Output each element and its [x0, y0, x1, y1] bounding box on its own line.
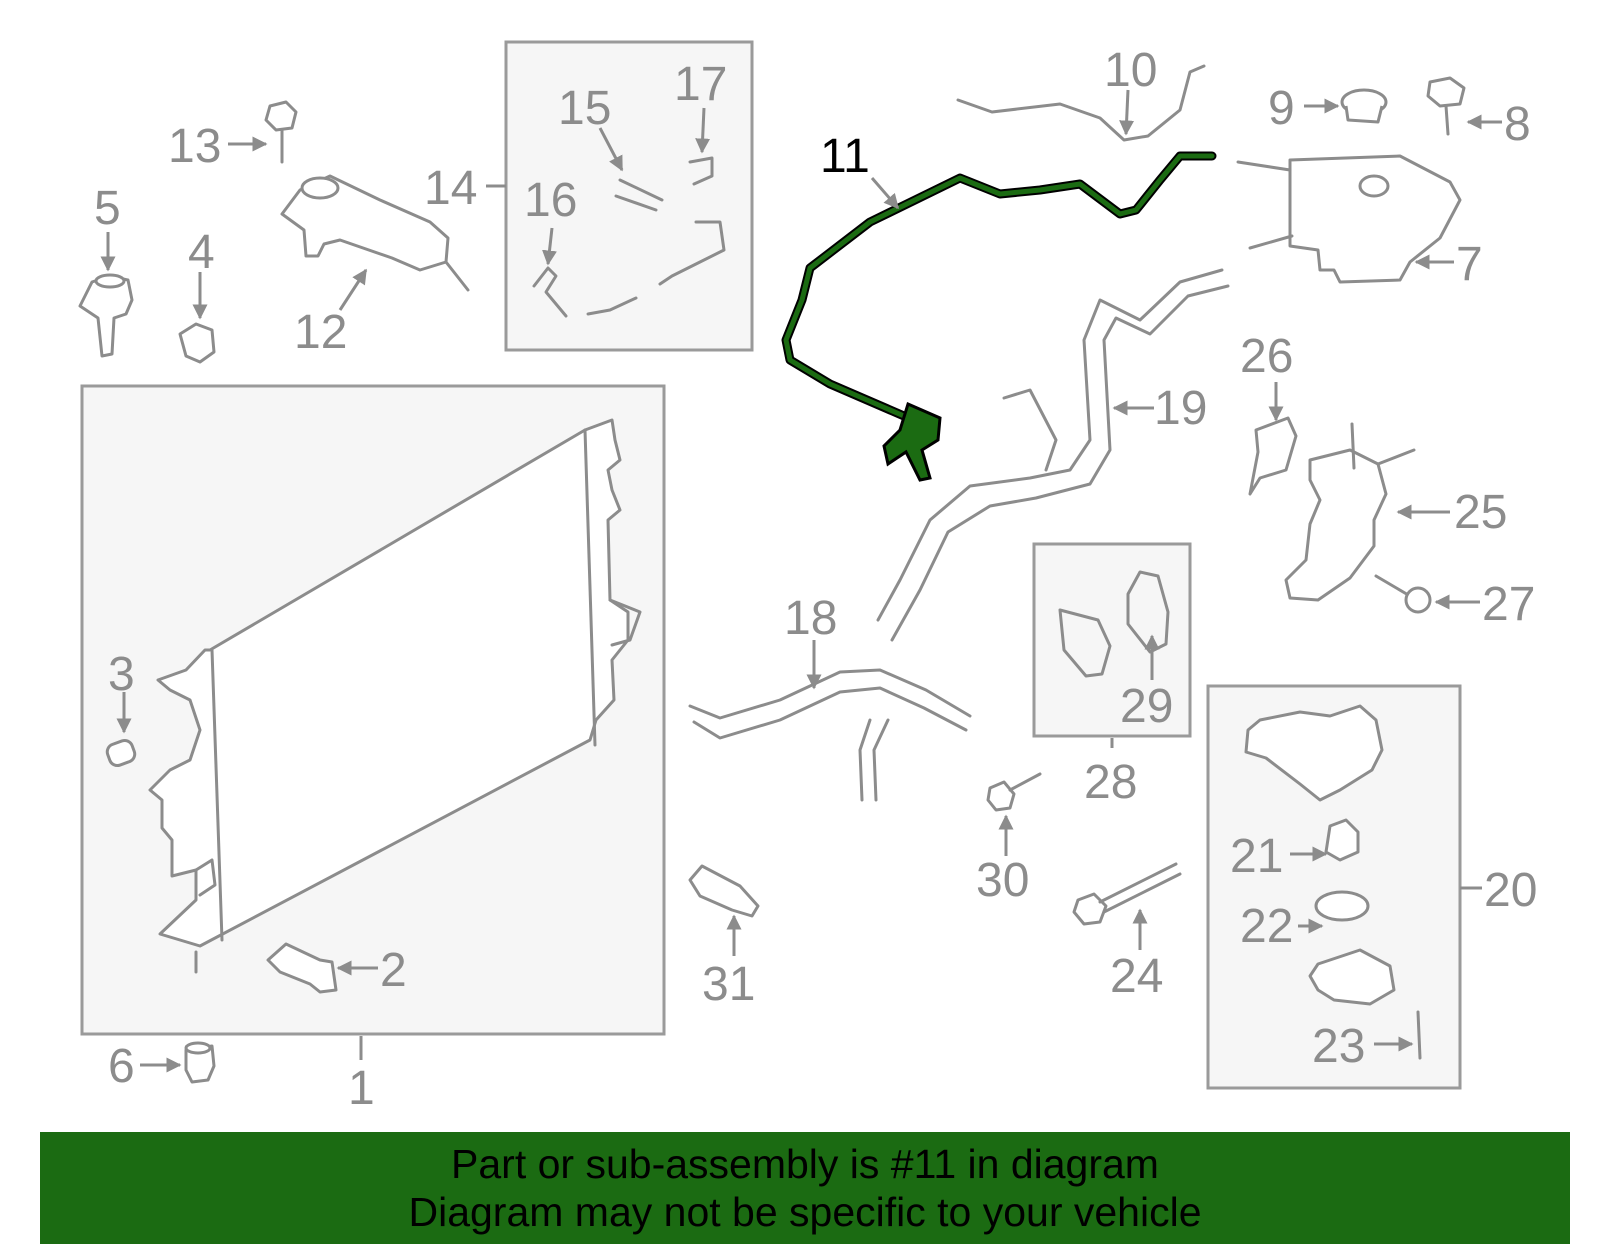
callout-9: 9	[1268, 82, 1295, 135]
hose-part-18	[688, 668, 972, 802]
callout-1: 1	[348, 1062, 375, 1115]
vent-line-part-10	[956, 64, 1206, 142]
callout-26: 26	[1240, 330, 1293, 383]
callout-27: 27	[1482, 578, 1535, 631]
bolt-part-13	[264, 100, 298, 164]
callout-22: 22	[1240, 900, 1293, 953]
callout-11: 11	[820, 130, 870, 183]
hose-part-19	[876, 268, 1230, 642]
callout-8: 8	[1504, 98, 1531, 151]
gasket-part-26	[1248, 416, 1298, 496]
hose-kit-parts	[532, 156, 726, 318]
plug-part-3	[105, 738, 137, 768]
gasket-part-29	[1058, 570, 1170, 678]
bolt-part-30	[986, 772, 1042, 812]
callout-31: 31	[702, 958, 755, 1011]
housing-part-20	[1244, 704, 1422, 1060]
callout-28: 28	[1084, 756, 1137, 809]
leader-lines	[100, 89, 1502, 1073]
callout-labels: 1 2 3 4 5 6 7 8 9 10 11 12 13 14 15 16 1…	[94, 44, 1537, 1115]
coolant-line-part-11	[781, 151, 1217, 482]
fitting-part-5	[78, 273, 134, 358]
thermostat-housing-part-25	[1284, 422, 1416, 602]
cap-part-9	[1340, 88, 1388, 124]
callout-14: 14	[424, 162, 477, 215]
callout-6: 6	[108, 1040, 135, 1093]
callout-10: 10	[1104, 44, 1157, 97]
part-info-banner: Part or sub-assembly is #11 in diagram D…	[40, 1132, 1570, 1244]
callout-5: 5	[94, 182, 121, 235]
sensor-part-31	[688, 864, 760, 918]
callout-7: 7	[1456, 238, 1483, 291]
callout-25: 25	[1454, 486, 1507, 539]
sensor-part-2	[266, 942, 338, 994]
callout-3: 3	[108, 648, 135, 701]
callout-19: 19	[1154, 382, 1207, 435]
gasket-group-box	[1032, 542, 1192, 738]
callout-2: 2	[380, 944, 407, 997]
callout-4: 4	[188, 226, 215, 279]
callout-18: 18	[784, 592, 837, 645]
banner-line-2: Diagram may not be specific to your vehi…	[408, 1189, 1202, 1235]
clip-part-4	[178, 322, 216, 364]
callout-20: 20	[1484, 864, 1537, 917]
callout-29: 29	[1120, 680, 1173, 733]
parts-diagram: 1 2 3 4 5 6 7 8 9 10 11 12 13 14 15 16 1…	[78, 40, 1537, 1115]
callout-16: 16	[524, 174, 577, 227]
callout-24: 24	[1110, 950, 1163, 1003]
bolt-part-8	[1426, 76, 1466, 136]
reservoir-part-7	[1236, 154, 1462, 284]
callout-12: 12	[294, 306, 347, 359]
bolt-part-27	[1374, 574, 1432, 614]
banner-line-1: Part or sub-assembly is #11 in diagram	[451, 1141, 1159, 1187]
callout-23: 23	[1312, 1020, 1365, 1073]
grommet-part-6	[184, 1041, 216, 1084]
bolt-part-24	[1072, 862, 1182, 926]
callout-17: 17	[674, 58, 727, 111]
reservoir-part-12	[280, 174, 470, 292]
radiator-part	[148, 418, 642, 974]
hose-kit-group-box	[504, 40, 754, 352]
callout-13: 13	[168, 120, 221, 173]
callout-21: 21	[1230, 830, 1283, 883]
callout-15: 15	[558, 82, 611, 135]
callout-30: 30	[976, 854, 1029, 907]
